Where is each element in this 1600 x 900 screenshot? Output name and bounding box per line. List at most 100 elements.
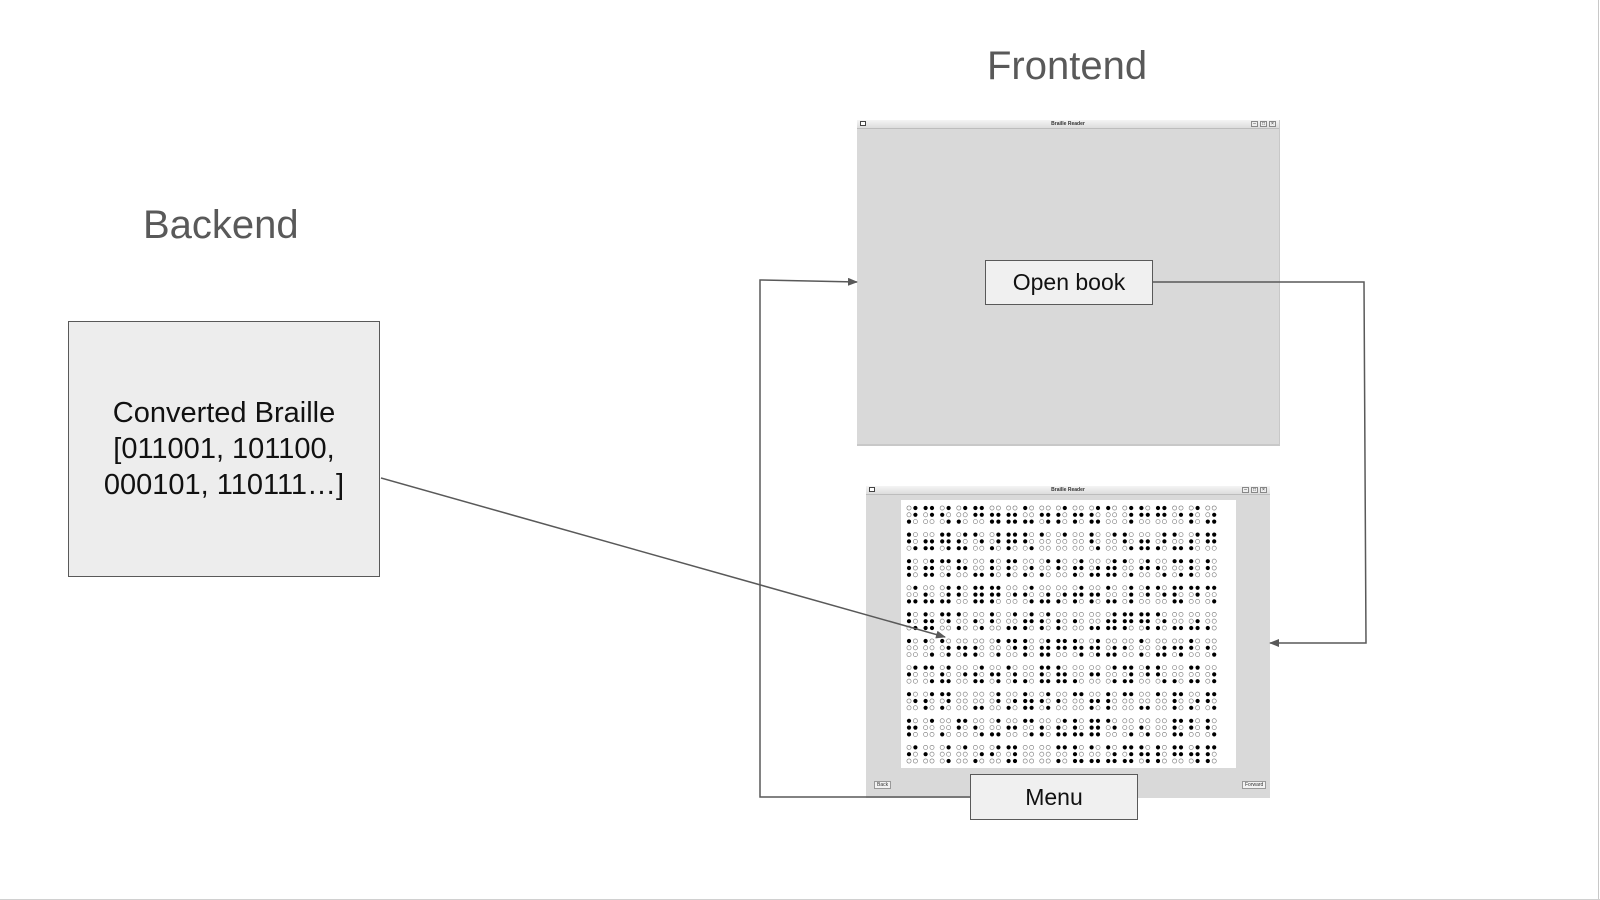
braille-dot [956, 532, 962, 537]
braille-dot [1161, 731, 1167, 737]
braille-dot [1112, 652, 1117, 657]
minimize-icon[interactable]: – [1242, 487, 1249, 493]
braille-dot [1138, 691, 1144, 697]
braille-dot [912, 612, 918, 617]
braille-dot [1189, 705, 1194, 710]
forward-button[interactable]: Forward [1242, 781, 1267, 789]
window-titlebar: Braille Reader – □ × [866, 486, 1270, 495]
braille-dot [940, 532, 945, 537]
close-icon[interactable]: × [1269, 121, 1276, 127]
braille-dot [1112, 679, 1117, 684]
braille-dot [1189, 572, 1194, 577]
braille-dot [1039, 612, 1045, 617]
braille-dot [912, 731, 918, 737]
braille-dot [1178, 692, 1184, 697]
braille-dot [1072, 752, 1078, 757]
braille-dot [1072, 505, 1078, 511]
braille-dot [1045, 731, 1051, 737]
open-book-button[interactable]: Open book [985, 260, 1153, 305]
back-button[interactable]: Back [874, 781, 892, 789]
braille-dot [939, 585, 945, 591]
braille-dot [1012, 672, 1018, 677]
braille-dot [1195, 745, 1200, 750]
braille-dot [1178, 592, 1184, 597]
braille-dot [1072, 665, 1078, 670]
braille-dot [923, 619, 928, 624]
braille-dot [940, 705, 945, 710]
braille-dot [1155, 745, 1161, 750]
braille-dot [913, 585, 918, 590]
braille-dot [962, 512, 968, 518]
braille-dot [1212, 652, 1217, 657]
braille-dot [1122, 751, 1128, 757]
braille-dot [973, 679, 978, 684]
maximize-icon[interactable]: □ [1251, 487, 1258, 493]
braille-dot [1155, 558, 1161, 564]
braille-dot [1022, 545, 1028, 551]
braille-dot [996, 539, 1001, 544]
braille-dot [946, 505, 951, 511]
braille-dot [1155, 672, 1161, 677]
braille-dot [906, 705, 912, 711]
braille-dot [1105, 678, 1111, 684]
close-icon[interactable]: × [1260, 487, 1267, 493]
braille-dot [1089, 539, 1094, 544]
braille-dot [1039, 638, 1045, 644]
braille-dot [979, 718, 985, 724]
braille-dot [929, 751, 935, 757]
braille-dot [979, 725, 985, 730]
braille-dot [1105, 545, 1111, 551]
braille-dot [1089, 678, 1094, 684]
maximize-icon[interactable]: □ [1260, 121, 1267, 127]
braille-dot [1172, 505, 1177, 511]
braille-dot [1055, 545, 1061, 551]
braille-dot [1189, 559, 1194, 564]
braille-dot [1195, 612, 1200, 617]
braille-dot [962, 539, 968, 544]
braille-dot [973, 698, 978, 704]
braille-dot [946, 731, 951, 737]
braille-dot [913, 745, 918, 750]
braille-dot [1029, 592, 1034, 597]
braille-dot [989, 599, 995, 604]
braille-dot [996, 751, 1001, 757]
braille-dot [1023, 505, 1028, 511]
braille-dot [1139, 752, 1144, 757]
braille-dot [1006, 519, 1011, 524]
braille-dot [1112, 572, 1117, 577]
braille-dot [1172, 745, 1177, 750]
braille-dot [1212, 512, 1217, 517]
braille-dot [913, 698, 918, 704]
braille-dot [1089, 585, 1094, 591]
braille-dot [1012, 519, 1018, 524]
braille-dot [996, 652, 1001, 657]
braille-dot [996, 565, 1001, 571]
menu-button[interactable]: Menu [970, 774, 1138, 820]
braille-dot [1072, 512, 1078, 517]
braille-dot [1006, 698, 1011, 704]
braille-dot [1211, 545, 1217, 551]
braille-dot [1122, 718, 1128, 724]
braille-dot [1122, 705, 1128, 711]
braille-dot [1022, 671, 1028, 677]
braille-dot [1122, 698, 1128, 704]
braille-dot [1089, 505, 1094, 511]
braille-dot [989, 519, 995, 524]
braille-dot [1162, 532, 1167, 537]
braille-dot [1056, 565, 1061, 571]
braille-dot [929, 665, 935, 670]
minimize-icon[interactable]: – [1251, 121, 1258, 127]
braille-dot [1023, 718, 1028, 723]
braille-dot [956, 559, 961, 564]
braille-dot [923, 565, 928, 571]
braille-dot [1205, 645, 1210, 650]
braille-dot [946, 665, 951, 670]
braille-dot [1089, 645, 1094, 650]
braille-dot [946, 698, 951, 704]
braille-dot [946, 599, 951, 604]
braille-dot [1072, 558, 1078, 564]
braille-dot [1189, 665, 1194, 670]
braille-dot [1106, 572, 1111, 577]
braille-dot [1039, 625, 1044, 631]
braille-dot [1205, 505, 1211, 511]
